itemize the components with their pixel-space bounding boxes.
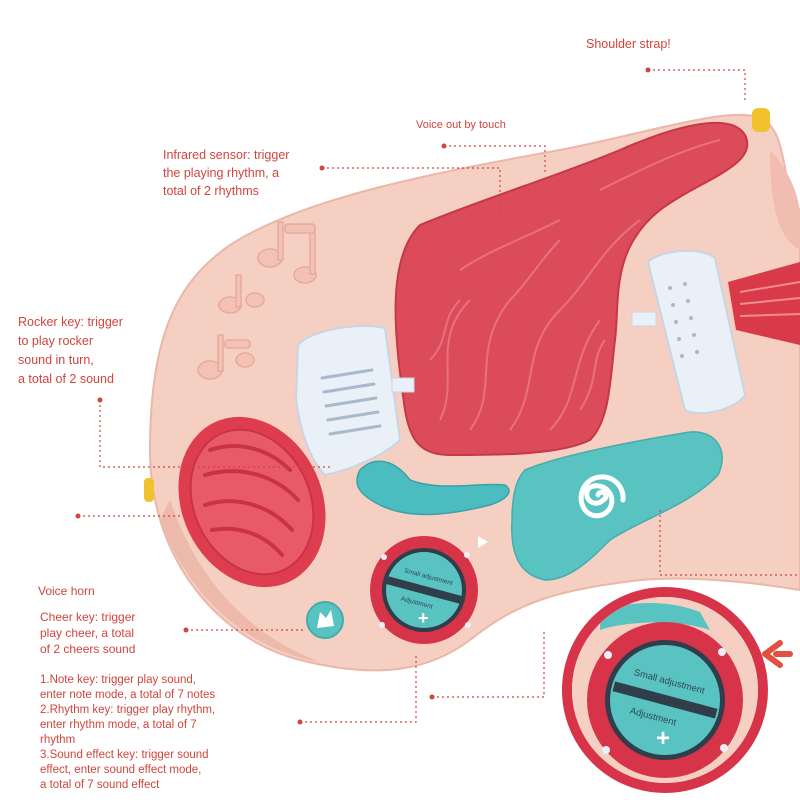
mode-dial-small[interactable]: + <box>362 528 486 652</box>
callout-rocker-key: Rocker key: trigger to play rocker sound… <box>18 315 123 386</box>
spiral-pad[interactable] <box>511 431 723 581</box>
music-notes-emboss <box>197 221 317 380</box>
svg-text:+: + <box>656 725 670 752</box>
neck-grip <box>770 150 800 250</box>
callout-mode-keys: 1.Note key: trigger play sound, enter no… <box>40 674 216 791</box>
svg-text:+: + <box>418 608 429 628</box>
callout-voice-touch: Voice out by touch <box>416 119 506 131</box>
callout-leaders <box>75 67 800 725</box>
flame-touch-pad[interactable] <box>394 122 749 457</box>
zoomed-dial-inset: + <box>562 587 768 793</box>
callout-voice-horn: Voice horn <box>38 584 95 598</box>
cheer-button[interactable] <box>306 601 344 639</box>
rocker-key[interactable] <box>294 325 415 477</box>
voice-horn-speaker <box>178 416 326 588</box>
clap-hands-icon <box>317 610 334 628</box>
spiral-icon <box>578 474 626 519</box>
callout-cheer-key: Cheer key: trigger play cheer, a total o… <box>40 610 136 656</box>
strap-peg-top <box>752 108 770 132</box>
white-side-key[interactable] <box>631 249 747 415</box>
triangle-marker <box>478 536 488 548</box>
arrow-left-icon <box>762 640 793 668</box>
guitar-neck <box>728 262 800 345</box>
whammy-bar[interactable] <box>356 460 510 516</box>
strap-peg-left <box>144 478 154 502</box>
flame-pattern <box>429 139 721 431</box>
callout-infrared-sensor: Infrared sensor: trigger the playing rhy… <box>163 148 290 198</box>
callout-shoulder-strap: Shoulder strap! <box>586 37 671 51</box>
